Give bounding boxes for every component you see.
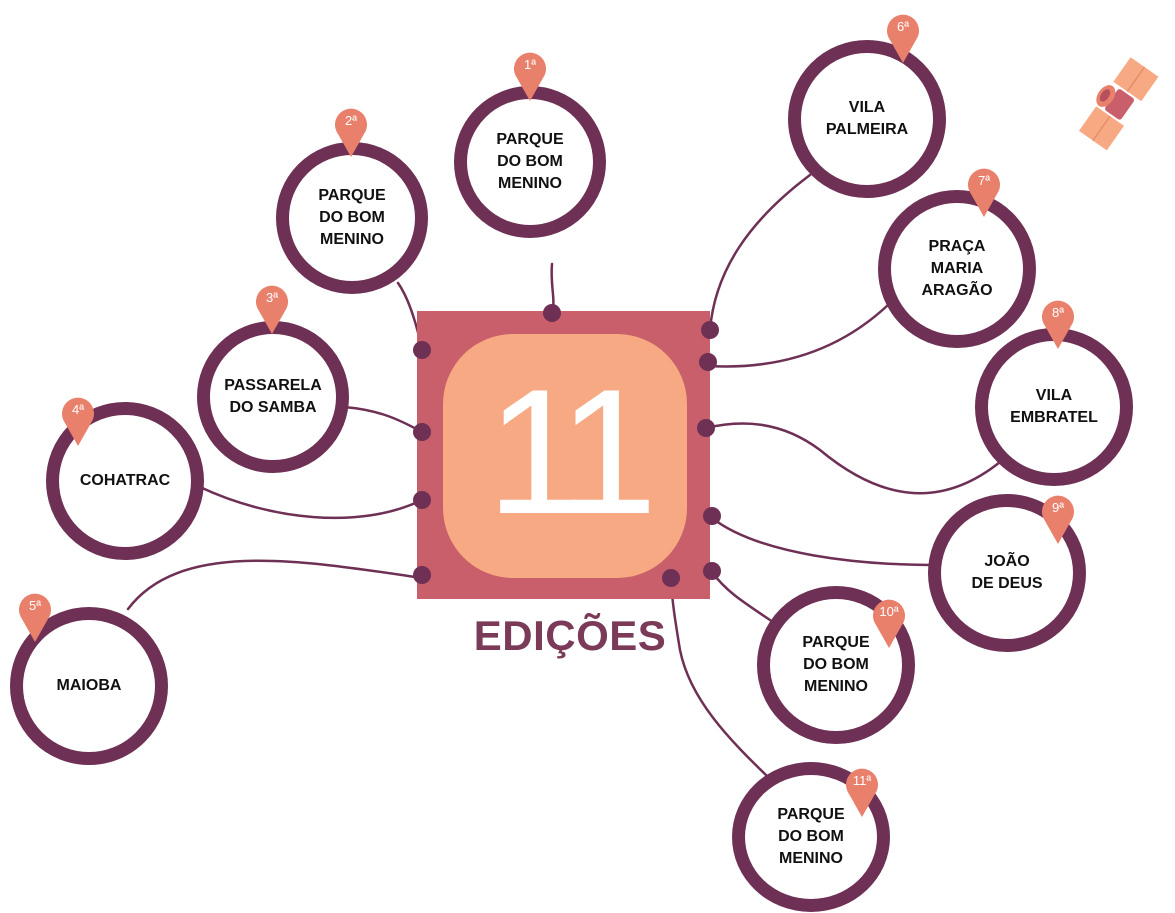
connector-7 <box>706 303 890 368</box>
edition-ordinal: 6ª <box>896 19 910 34</box>
connector-dot-3 <box>413 423 431 441</box>
edition-node-11: PARQUE DO BOM MENINO <box>732 762 890 912</box>
edition-place: VILA PALMEIRA <box>825 99 909 138</box>
edition-node-7: PRAÇA MARIA ARAGÃO <box>878 190 1036 348</box>
map-pin-icon: 4ª <box>60 395 96 447</box>
edition-place: VILA EMBRATEL <box>1010 387 1098 426</box>
edition-node-2: PARQUE DO BOM MENINO <box>276 142 428 294</box>
edition-place: MAIOBA <box>56 677 122 694</box>
map-pin-icon: 2ª <box>333 106 369 158</box>
edition-ordinal: 1ª <box>523 57 537 72</box>
edition-place: PARQUE DO BOM MENINO <box>802 634 870 695</box>
connector-dot-11 <box>662 569 680 587</box>
connector-8 <box>704 422 1002 495</box>
edition-place: PASSARELA DO SAMBA <box>224 377 322 416</box>
edition-ordinal: 8ª <box>1051 305 1065 320</box>
edition-ordinal: 7ª <box>977 173 991 188</box>
edition-ordinal: 4ª <box>71 402 85 417</box>
map-pin-icon: 1ª <box>512 50 548 102</box>
map-pin-icon: 11ª <box>844 766 880 818</box>
connector-11 <box>669 578 770 779</box>
edition-ordinal: 2ª <box>344 113 358 128</box>
edition-ordinal: 5ª <box>28 598 42 613</box>
satellite-icon <box>1075 55 1175 160</box>
map-pin-icon: 7ª <box>966 166 1002 218</box>
editions-count: 11 <box>486 352 658 551</box>
connector-6 <box>708 173 812 332</box>
map-pin-icon: 5ª <box>17 591 53 643</box>
connector-4 <box>198 485 424 520</box>
map-pin-icon: 8ª <box>1040 298 1076 350</box>
connector-dot-2 <box>413 341 431 359</box>
connector-dot-10 <box>703 562 721 580</box>
connector-dot-7 <box>699 353 717 371</box>
map-pin-icon: 9ª <box>1040 493 1076 545</box>
edition-node-1: PARQUE DO BOM MENINO <box>454 86 606 238</box>
edition-place: JOÃO DE DEUS <box>971 553 1043 592</box>
map-pin-icon: 3ª <box>254 283 290 335</box>
edition-place: COHATRAC <box>79 472 171 489</box>
connector-dot-8 <box>697 419 715 437</box>
connector-9 <box>710 516 937 567</box>
editions-caption: EDIÇÕES <box>473 612 667 659</box>
edition-place: PRAÇA MARIA ARAGÃO <box>921 238 993 299</box>
edition-place: PARQUE DO BOM MENINO <box>777 806 845 867</box>
connector-dot-1 <box>543 304 561 322</box>
edition-node-6: VILA PALMEIRA <box>788 40 946 198</box>
edition-place: PARQUE DO BOM MENINO <box>496 131 564 192</box>
edition-ordinal: 11ª <box>852 773 872 788</box>
center-counter-badge <box>443 334 687 578</box>
edition-ordinal: 9ª <box>1051 500 1065 515</box>
edition-ordinal: 10ª <box>879 604 899 619</box>
edition-place: PARQUE DO BOM MENINO <box>318 187 386 248</box>
connector-5 <box>126 559 424 611</box>
map-pin-icon: 6ª <box>885 12 921 64</box>
edition-node-8: VILA EMBRATEL <box>975 328 1133 486</box>
connector-dot-5 <box>413 566 431 584</box>
edition-node-3: PASSARELA DO SAMBA <box>197 321 349 473</box>
edition-ordinal: 3ª <box>265 290 279 305</box>
map-pin-icon: 10ª <box>871 597 907 649</box>
connector-dot-4 <box>413 491 431 509</box>
connector-dot-9 <box>703 507 721 525</box>
connector-dot-6 <box>701 321 719 339</box>
